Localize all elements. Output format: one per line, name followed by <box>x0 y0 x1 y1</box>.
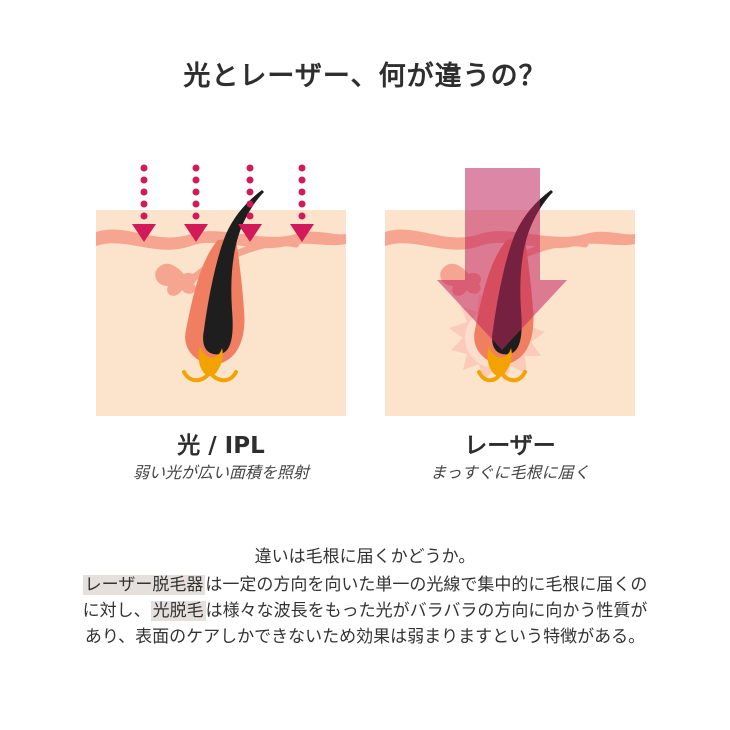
explanation-line-2: に対し、光脱毛は様々な波長をもった光がバラバラの方向に向かう性質が <box>82 601 648 621</box>
explanation-heading: 違いは毛根に届くかどうか。 <box>254 547 476 567</box>
ipl-illustration <box>96 150 346 416</box>
ipl-caption: 弱い光が広い面積を照射 <box>132 463 309 482</box>
hair-root <box>487 346 512 376</box>
ipl-label: 光 / IPL <box>177 433 265 459</box>
laser-illustration <box>385 150 635 416</box>
hair-root <box>198 346 223 376</box>
light-arrow-3 <box>238 164 262 242</box>
light-arrow-1 <box>132 164 156 242</box>
light-arrow-4 <box>290 164 314 242</box>
laser-beam-arrow <box>437 168 567 350</box>
light-arrows <box>132 164 314 242</box>
laser-label: レーザー <box>464 433 556 459</box>
hair-shaft <box>203 190 264 355</box>
explanation-line-3: あり、表面のケアしかできないため効果は弱まりますという特徴がある。 <box>84 627 646 647</box>
explanation-line-1: レーザー脱毛器は一定の方向を向いた単一の光線で集中的に毛根に届くの <box>82 575 648 595</box>
laser-caption: まっすぐに毛根に届く <box>430 463 590 482</box>
light-arrow-2 <box>184 164 208 242</box>
laser-epilator-highlight: レーザー脱毛器 <box>82 575 206 595</box>
page-title: 光とレーザー、何が違うの？ <box>183 61 547 92</box>
sebaceous-gland <box>155 263 197 296</box>
explanation-body: レーザー脱毛器は一定の方向を向いた単一の光線で集中的に毛根に届くの に対し、光脱… <box>0 572 730 650</box>
light-epilation-highlight: 光脱毛 <box>150 601 206 621</box>
